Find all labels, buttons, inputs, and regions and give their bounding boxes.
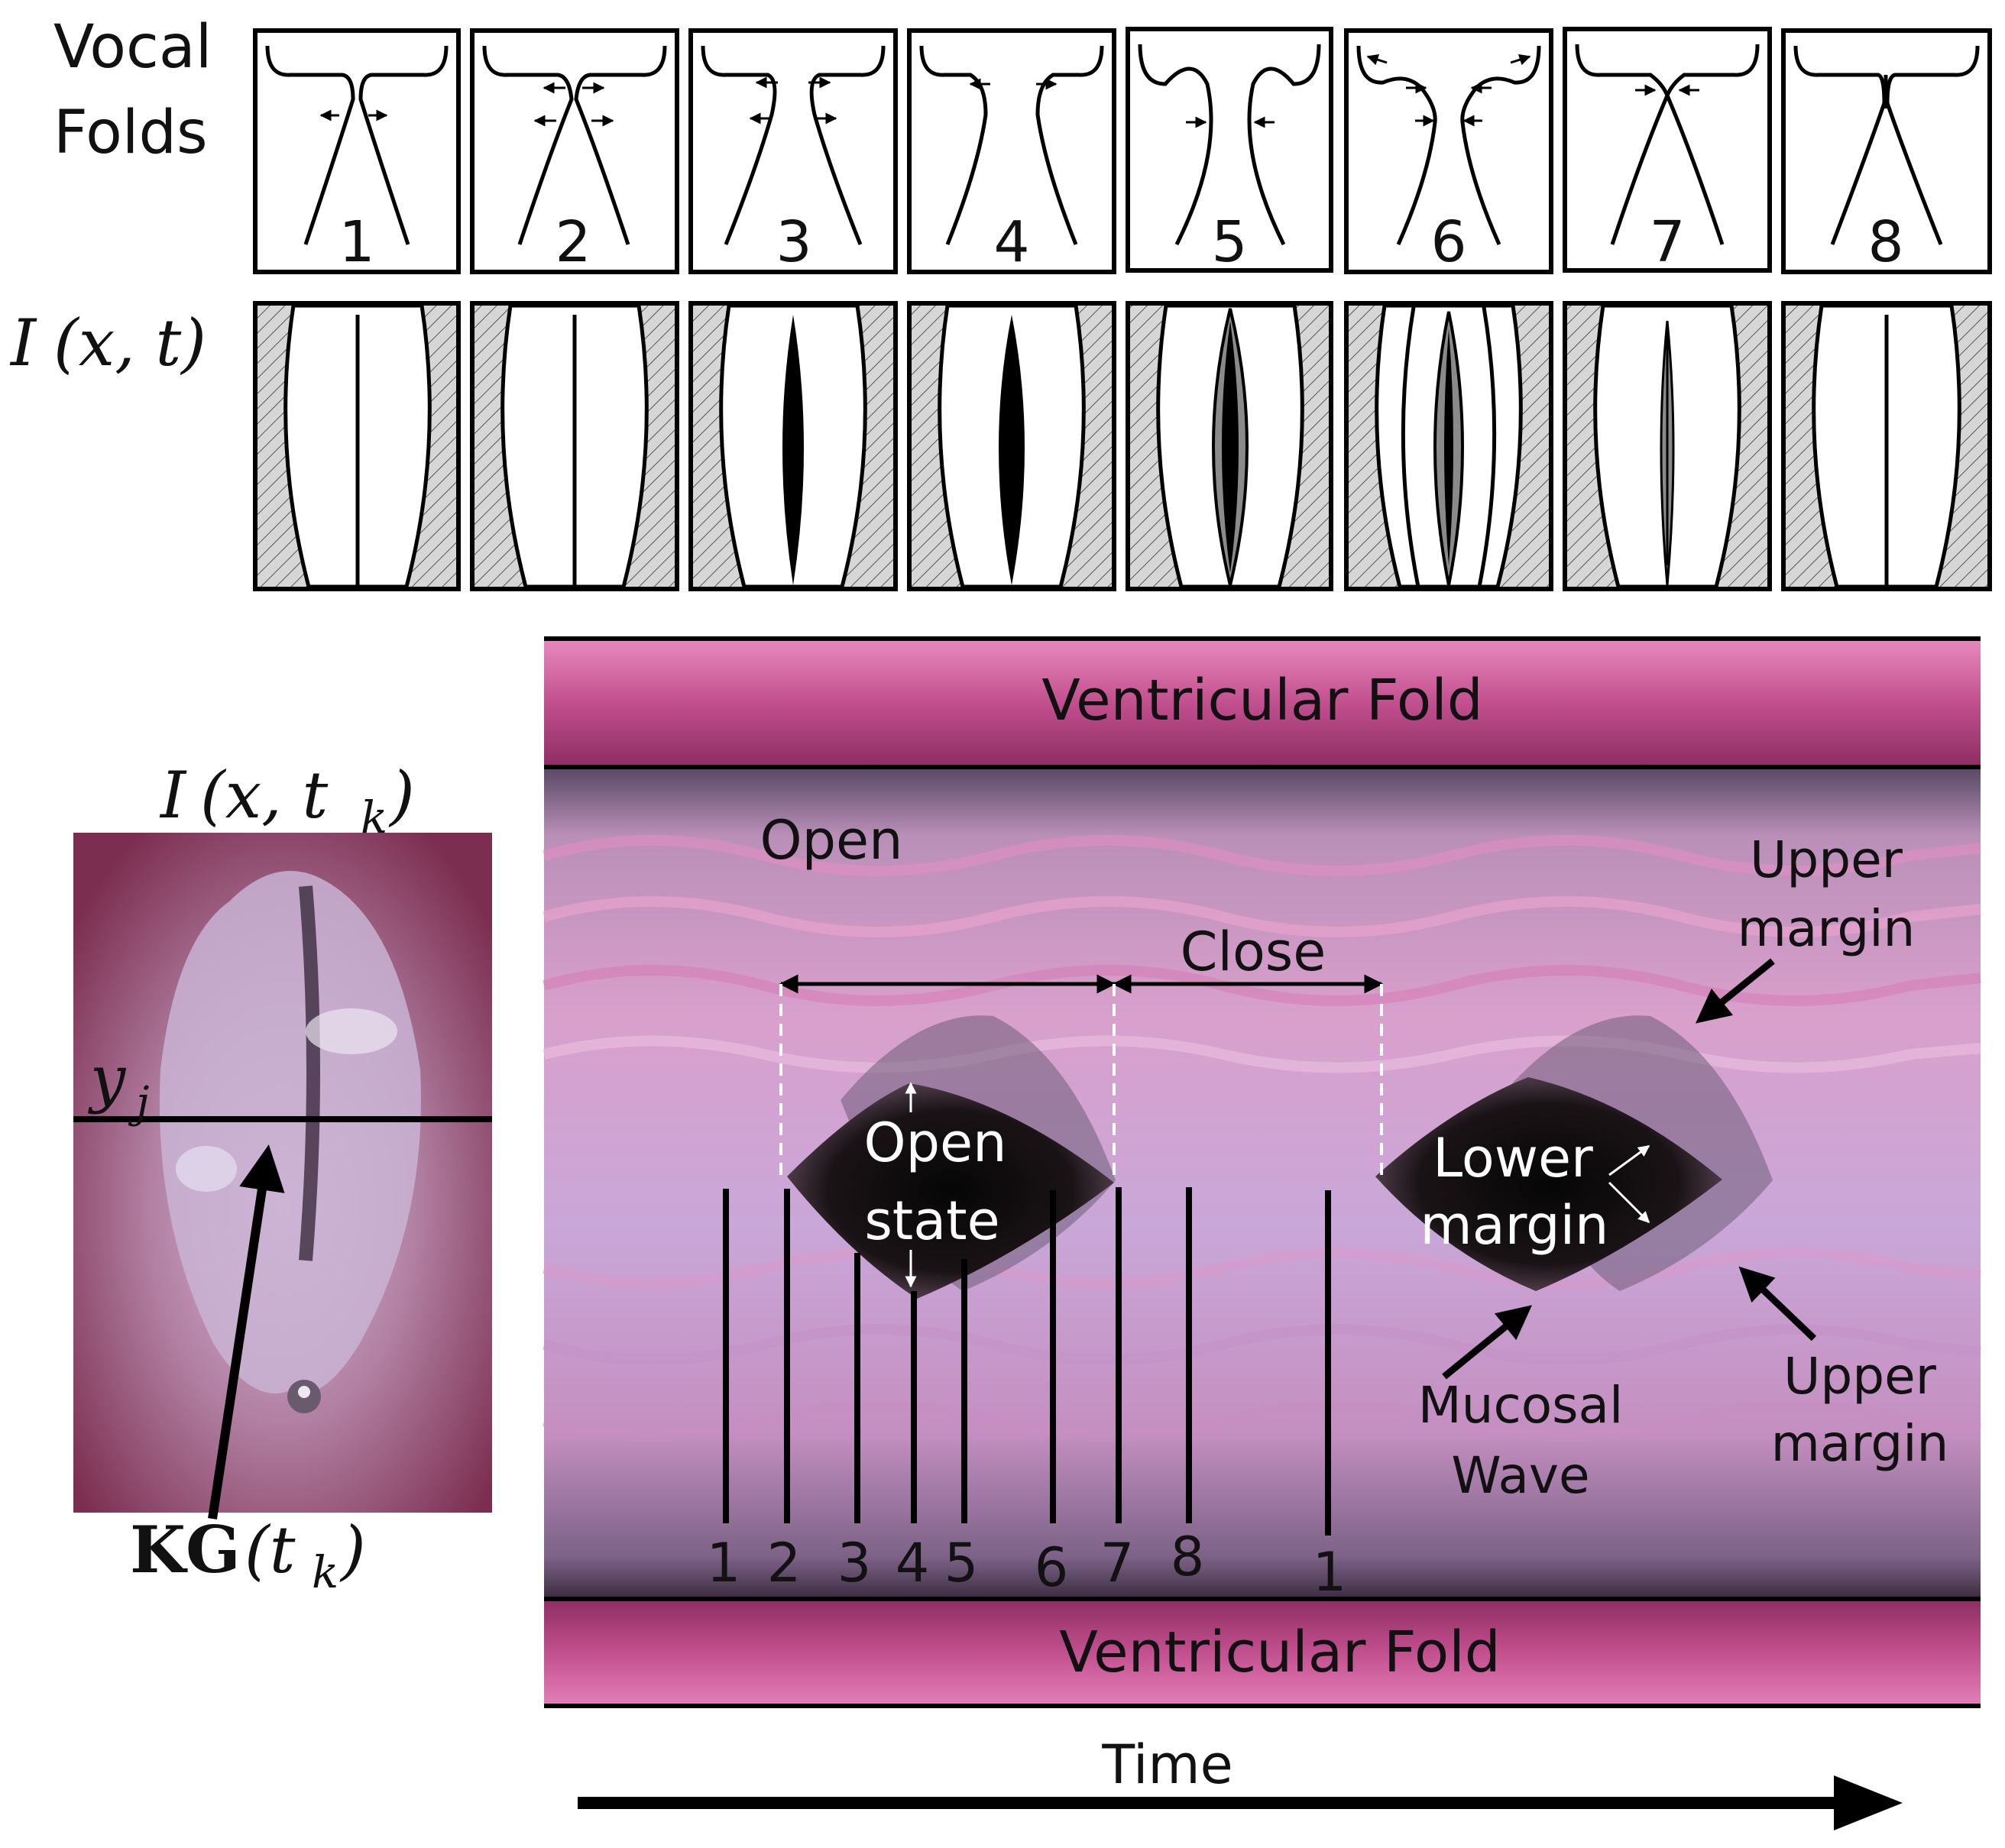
vocal-fold-phase-2: 2 [470,28,679,275]
marker-label-5: 5 [944,1532,979,1594]
glottal-view-5 [1126,301,1333,591]
marker-label-9: 1 [1313,1541,1347,1604]
glottal-view-4 [907,301,1116,591]
upper-margin-top-label-line1: Upper [1750,830,1903,889]
phase-number-8: 8 [1867,209,1903,275]
time-label: Time [1101,1733,1232,1796]
glottal-view-2 [470,301,679,591]
vocal-fold-phase-4: 4 [907,28,1116,275]
frame-label-symbol: I [159,758,187,833]
vocal-fold-phase-8: 8 [1781,28,1992,275]
upper-margin-bottom-label-line1: Upper [1783,1347,1937,1406]
glottal-view-6 [1344,301,1553,591]
row-label: y [87,1043,127,1115]
lower-margin-label-line2: margin [1420,1194,1609,1257]
glottal-opening-1 [787,1083,1114,1299]
kg-label-args: (t [245,1513,296,1587]
vocal-fold-phase-3: 3 [688,28,898,275]
phase-number-3: 3 [776,209,811,275]
phase-markers: 1 2 3 4 5 6 7 8 1 [707,1187,1347,1604]
vocal-fold-phase-5: 5 [1126,27,1333,275]
vocal-folds-label-line1: Vocal [53,13,212,82]
phase-number-6: 6 [1430,209,1466,275]
kg-label-subscript: k [312,1546,338,1598]
ventricular-fold-top [544,639,1981,767]
intensity-label-args: (x, t) [53,306,206,380]
kg-pointer-arrow [208,1144,285,1520]
marker-label-7: 7 [1100,1532,1135,1594]
ventricular-fold-top-label: Ventricular Fold [1041,668,1482,733]
vocal-fold-phase-7: 7 [1563,27,1772,275]
upper-margin-top-label-line2: margin [1738,899,1916,958]
lower-margin-label-line1: Lower [1433,1127,1593,1189]
marker-label-2: 2 [767,1532,802,1594]
open-state-label-line2: state [864,1189,999,1252]
phase-number-4: 4 [993,209,1029,275]
marker-label-4: 4 [896,1532,930,1594]
mucosal-wave-label-line2: Wave [1451,1446,1589,1505]
frame-label-close: ) [388,758,415,833]
mucosal-wave-label-line1: Mucosal [1418,1376,1624,1435]
marker-label-6: 6 [1035,1536,1069,1599]
endoscopic-frame: I (x, t k ) y j KG (t k ) [73,758,492,1598]
upper-margin-bottom-label-line2: margin [1771,1414,1949,1473]
time-arrow-head [1834,1775,1903,1830]
marker-label-8: 8 [1171,1526,1205,1588]
marker-label-3: 3 [837,1532,872,1594]
vocal-folds-label-line2: Folds [53,99,208,167]
vocal-fold-cross-sections: 1 2 3 [253,27,1992,275]
vocal-fold-phase-6: 6 [1344,28,1553,275]
glottal-view-8 [1781,301,1992,591]
ventricular-fold-bottom [544,1599,1981,1706]
phase-number-7: 7 [1649,209,1685,275]
kg-label-close: ) [339,1513,366,1587]
glottal-top-views [253,301,1992,591]
open-state-label-line1: Open [864,1112,1007,1174]
phase-number-2: 2 [555,209,591,275]
phase-number-5: 5 [1211,209,1247,275]
phase-number-1: 1 [338,209,374,275]
marker-label-1: 1 [707,1532,741,1594]
glottal-opening-2 [1375,1077,1722,1291]
vocal-fold-phase-1: 1 [253,28,461,275]
open-label: Open [760,809,903,872]
ventricular-fold-bottom-label: Ventricular Fold [1059,1620,1500,1685]
frame-label-args: (x, t [200,758,329,833]
kg-label-bold: KG [130,1512,241,1587]
glottal-view-1 [253,301,461,591]
close-label: Close [1181,921,1326,983]
intensity-label-symbol: I [9,306,37,380]
glottal-view-7 [1563,301,1772,591]
glottal-view-3 [688,301,898,591]
kymogram: Ventricular Fold Ventricular Fold Open C… [543,636,1981,1708]
